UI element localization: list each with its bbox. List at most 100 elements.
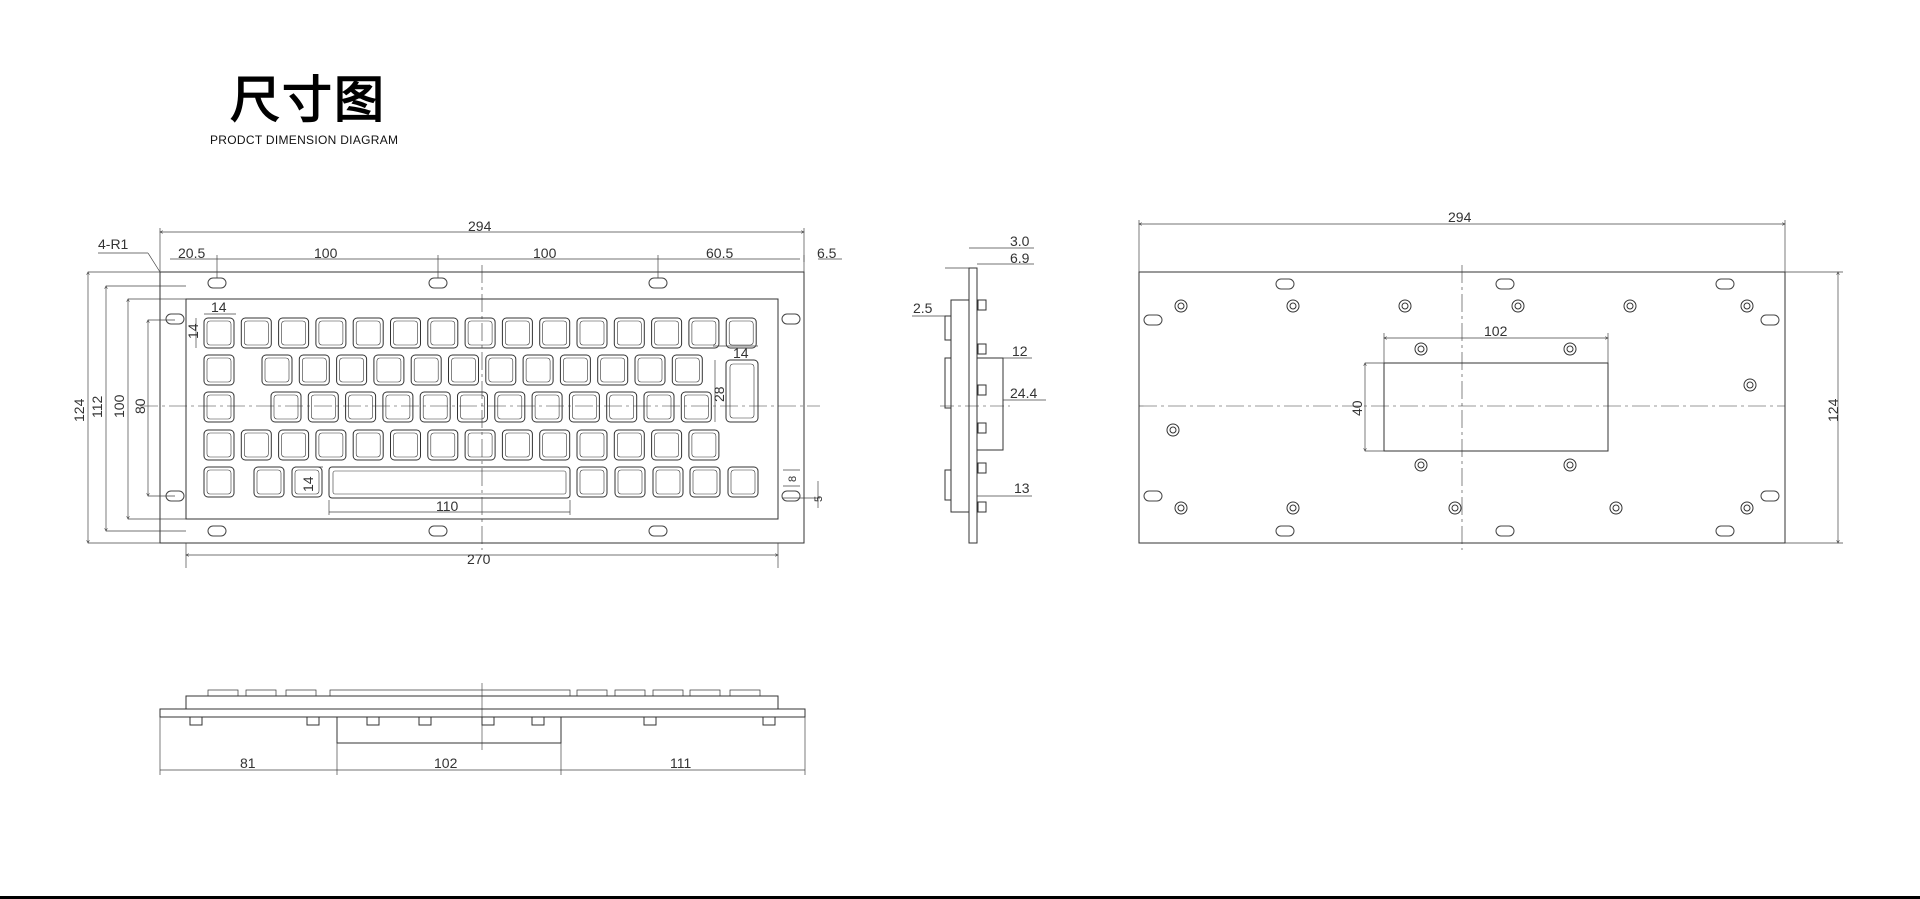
key bbox=[576, 466, 608, 498]
key bbox=[531, 391, 563, 423]
key bbox=[203, 317, 235, 349]
key bbox=[485, 354, 517, 386]
key bbox=[680, 391, 712, 423]
key bbox=[253, 466, 285, 498]
rear-stud bbox=[1166, 423, 1180, 437]
dim-bottom-81: 81 bbox=[240, 755, 256, 771]
dim-side-2-5: 2.5 bbox=[913, 300, 933, 316]
key bbox=[427, 429, 459, 461]
key bbox=[390, 429, 421, 461]
dim-front-height-80: 80 bbox=[132, 398, 148, 414]
key bbox=[597, 354, 629, 386]
dim-front-key-gap: 8 bbox=[787, 476, 799, 482]
rear-stud bbox=[1414, 458, 1428, 472]
rear-stud bbox=[1414, 342, 1428, 356]
rear-stud bbox=[1174, 299, 1188, 313]
key bbox=[576, 429, 608, 461]
dim-front-overall-width: 294 bbox=[468, 218, 492, 234]
key bbox=[464, 317, 496, 349]
key bbox=[725, 317, 757, 349]
key bbox=[203, 391, 235, 423]
key bbox=[345, 391, 377, 423]
dim-front-key-edge: 5 bbox=[813, 496, 825, 502]
rear-dimension-lines bbox=[1139, 220, 1843, 543]
dim-side-12: 12 bbox=[1012, 343, 1028, 359]
key bbox=[427, 317, 459, 349]
dim-front-corner-radius: 4-R1 bbox=[98, 236, 129, 252]
rear-stud bbox=[1609, 501, 1623, 515]
key bbox=[727, 466, 759, 498]
rear-mounting-slots bbox=[1143, 278, 1780, 537]
dim-front-inner-width: 270 bbox=[467, 551, 491, 567]
key bbox=[652, 466, 684, 498]
dim-front-key-size-side: 14 bbox=[185, 323, 201, 339]
rear-stud bbox=[1740, 299, 1754, 313]
key bbox=[522, 354, 554, 386]
page-subtitle: PRODCT DIMENSION DIAGRAM bbox=[210, 133, 399, 147]
key bbox=[390, 317, 421, 349]
key bbox=[651, 429, 683, 461]
bottom-studs bbox=[189, 716, 776, 726]
key bbox=[568, 391, 600, 423]
dim-front-spacebar: 110 bbox=[436, 498, 459, 514]
key bbox=[559, 354, 591, 386]
rear-stud bbox=[1398, 299, 1412, 313]
key bbox=[203, 429, 235, 461]
key bbox=[315, 429, 347, 461]
key bbox=[307, 391, 339, 423]
key bbox=[613, 317, 645, 349]
rear-stud bbox=[1286, 501, 1300, 515]
rear-stud bbox=[1286, 299, 1300, 313]
key bbox=[464, 429, 496, 461]
key bbox=[501, 317, 533, 349]
dim-front-key-size: 14 bbox=[211, 299, 227, 315]
key bbox=[410, 354, 442, 386]
dim-front-hole-left: 20.5 bbox=[178, 245, 205, 261]
front-dimension-lines bbox=[88, 228, 842, 568]
dim-front-enter-width: 14 bbox=[733, 345, 749, 361]
dim-side-3-0: 3.0 bbox=[1010, 233, 1030, 249]
bottom-rule bbox=[0, 896, 1920, 899]
dimension-labels: 294 20.5 100 100 60.5 6.5 4-R1 124 112 1… bbox=[71, 209, 1841, 771]
dim-rear-height: 124 bbox=[1825, 398, 1841, 422]
dim-side-13: 13 bbox=[1014, 480, 1030, 496]
dim-front-enter-height: 28 bbox=[711, 386, 727, 402]
key bbox=[382, 391, 414, 423]
key bbox=[689, 466, 721, 498]
front-view bbox=[140, 265, 820, 550]
key bbox=[203, 354, 235, 386]
dim-front-hole-right: 60.5 bbox=[706, 245, 733, 261]
rear-stud bbox=[1448, 501, 1462, 515]
key bbox=[373, 354, 405, 386]
key bbox=[352, 317, 384, 349]
key bbox=[651, 317, 683, 349]
key bbox=[261, 354, 293, 386]
key bbox=[240, 429, 272, 461]
bottom-dimension-lines bbox=[159, 717, 806, 775]
key bbox=[613, 429, 645, 461]
dim-front-height-100: 100 bbox=[111, 394, 127, 418]
rear-stud bbox=[1563, 342, 1577, 356]
rear-stud bbox=[1743, 378, 1757, 392]
key bbox=[539, 317, 571, 349]
dim-front-height-overall: 124 bbox=[71, 398, 87, 422]
key bbox=[278, 317, 310, 349]
rear-stud bbox=[1174, 501, 1188, 515]
rear-pcb-box bbox=[1383, 362, 1609, 452]
bottom-key-tops bbox=[207, 689, 761, 697]
rear-studs bbox=[1166, 299, 1757, 515]
rear-stud bbox=[1623, 299, 1637, 313]
key bbox=[688, 429, 720, 461]
key bbox=[688, 317, 720, 349]
dim-side-24-4: 24.4 bbox=[1010, 385, 1037, 401]
dim-rear-box-height: 40 bbox=[1349, 400, 1365, 416]
side-dimension-lines bbox=[912, 247, 1046, 497]
key bbox=[634, 354, 666, 386]
page-title: 尺寸图 bbox=[230, 71, 386, 129]
side-view bbox=[940, 267, 1010, 544]
key bbox=[315, 317, 347, 349]
key bbox=[501, 429, 533, 461]
key bbox=[419, 391, 451, 423]
key bbox=[336, 354, 368, 386]
